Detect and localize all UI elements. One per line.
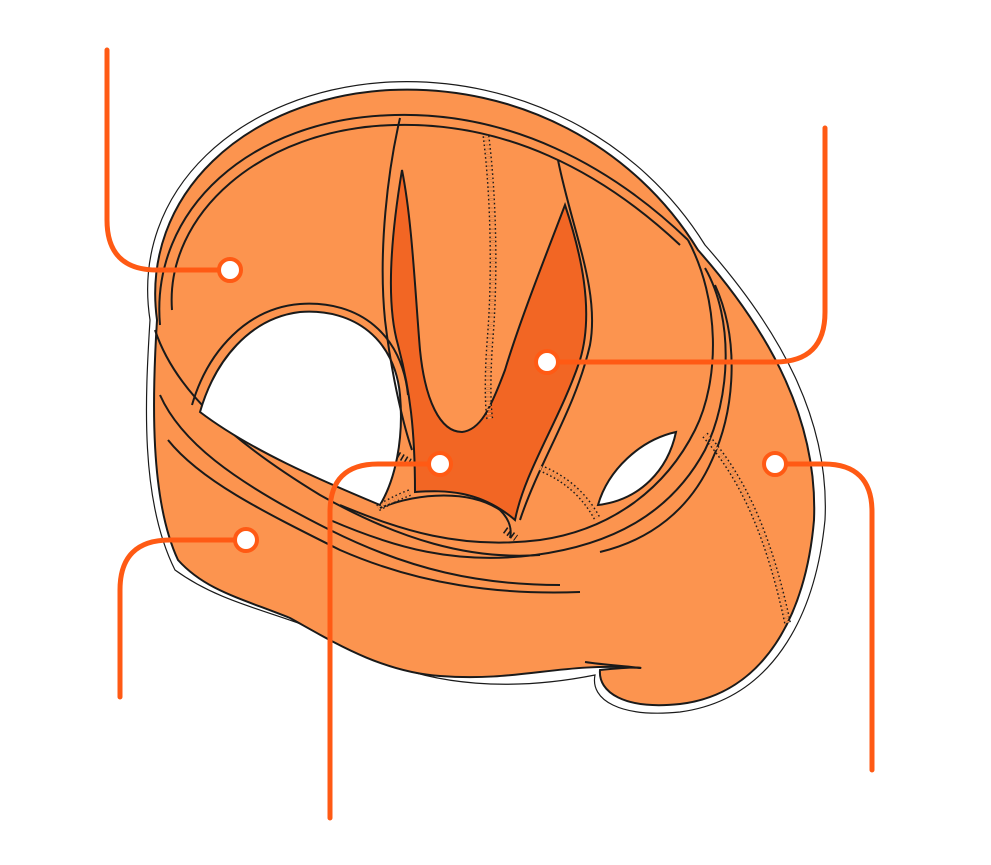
inner-rim-top-2: [170, 123, 681, 311]
left-opening: [198, 310, 402, 507]
leader-lines: [104, 47, 875, 821]
center-strap-outer: [381, 117, 413, 451]
inner-rim-right: [339, 239, 714, 544]
lower-band-bottom-2: [167, 439, 581, 594]
marker-center-strap: [534, 349, 560, 375]
leader-lower-left: [117, 537, 249, 700]
stitch-right-inner: [703, 433, 791, 626]
inner-rim-top: [158, 113, 689, 326]
center-core: [389, 169, 588, 522]
center-lobe: [379, 494, 512, 539]
inner-rim-right-3: [599, 284, 733, 553]
right-opening: [596, 430, 678, 507]
leader-center-bottom: [327, 461, 443, 821]
stitch-lower-left-inner: [376, 489, 413, 510]
leader-upper-left: [104, 47, 233, 273]
insole-body: [153, 88, 816, 707]
leader-right-heel: [772, 461, 875, 773]
marker-lower-left: [233, 527, 259, 553]
marker-center-bottom: [427, 451, 453, 477]
markers: [217, 257, 788, 553]
leader-center-strap: [544, 125, 828, 365]
stitch-lower-mid-inner: [539, 466, 600, 521]
marker-upper-left: [217, 257, 243, 283]
heel-notch: [584, 661, 641, 669]
marker-right-heel: [762, 451, 788, 477]
lower-band-top: [154, 329, 541, 557]
left-opening-rim: [191, 302, 409, 406]
